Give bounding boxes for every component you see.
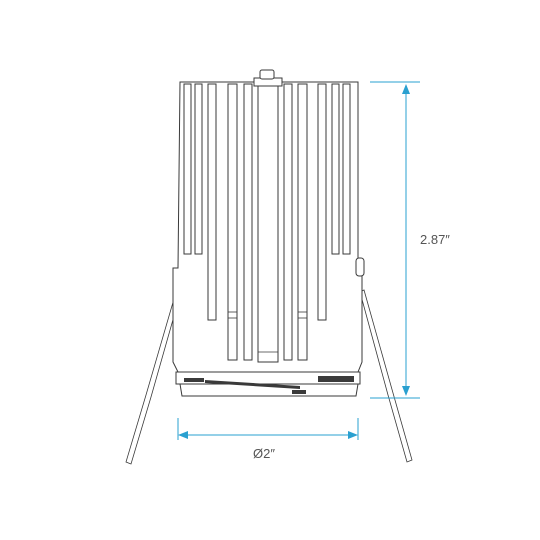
spring-clip-left [125, 291, 181, 465]
diameter-label: Ø2″ [253, 446, 275, 461]
spring-clip-right [359, 289, 413, 463]
heat-sink-fins [183, 83, 351, 363]
top-connector [253, 69, 283, 87]
trim-ring [175, 371, 361, 397]
height-label: 2.87″ [420, 232, 450, 247]
height-dimension [370, 81, 420, 399]
diameter-dimension [177, 418, 359, 440]
